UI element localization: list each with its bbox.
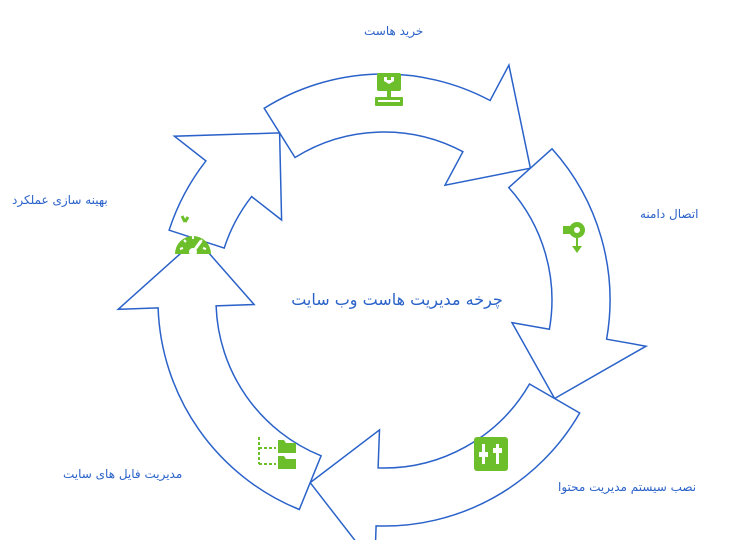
cms-install-icon bbox=[474, 437, 508, 471]
domain-connect-icon bbox=[563, 222, 585, 253]
arrow-segment-4 bbox=[116, 238, 323, 511]
speedometer-icon bbox=[175, 215, 211, 256]
stage-label-buy-host: خرید هاست bbox=[364, 24, 424, 38]
stage-label-connect-domain: اتصال دامنه bbox=[640, 207, 699, 221]
arrow-segment-1 bbox=[263, 62, 532, 187]
arrow-segment-2 bbox=[507, 147, 649, 400]
server-computer-icon bbox=[375, 73, 403, 106]
arrow-segment-3 bbox=[309, 382, 581, 540]
stage-label-install-cms: نصب سیستم مدیریت محتوا bbox=[558, 480, 697, 494]
folder-tree-icon bbox=[258, 437, 296, 469]
arrow-segment-5 bbox=[168, 132, 283, 250]
stage-label-optimize-performance: بهینه سازی عملکرد bbox=[12, 193, 108, 207]
diagram-title: چرخه مدیریت هاست وب سایت bbox=[291, 290, 503, 309]
stage-label-manage-files: مدیریت فایل های سایت bbox=[63, 467, 183, 481]
